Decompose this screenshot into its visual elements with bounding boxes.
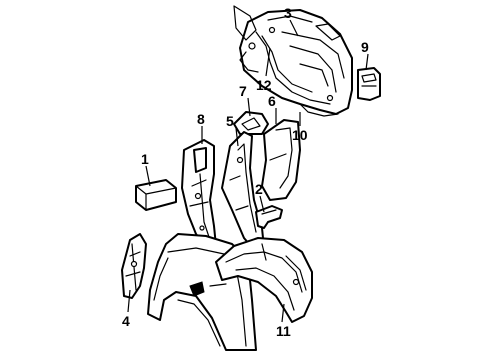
quarter-pillar-part-8 — [181, 139, 217, 251]
callout-6: 6 — [268, 93, 276, 109]
pillar-trim-part-6 — [261, 119, 301, 201]
callout-labels: 1 2 3 4 5 6 7 8 9 10 11 12 — [122, 5, 369, 339]
callout-1: 1 — [141, 151, 149, 167]
bracket-part-9 — [357, 67, 381, 101]
gusset-part-7 — [233, 111, 269, 135]
clip-bracket-part-2 — [255, 205, 283, 229]
callout-4: 4 — [122, 313, 130, 329]
box-part-1 — [135, 179, 177, 211]
lower-bracket-part-4 — [121, 233, 147, 299]
callout-12: 12 — [256, 77, 272, 93]
callout-5: 5 — [226, 113, 234, 129]
callout-3: 3 — [284, 5, 292, 21]
callout-2: 2 — [255, 181, 263, 197]
callout-11: 11 — [276, 323, 291, 339]
callout-9: 9 — [361, 39, 369, 55]
outer-wheelhouse-part-11 — [215, 237, 313, 323]
callout-8: 8 — [197, 111, 205, 127]
callout-7: 7 — [239, 83, 247, 99]
callout-10: 10 — [292, 127, 308, 143]
leader-lines — [127, 19, 369, 323]
wheelhouse-panel-assembly — [233, 5, 353, 117]
